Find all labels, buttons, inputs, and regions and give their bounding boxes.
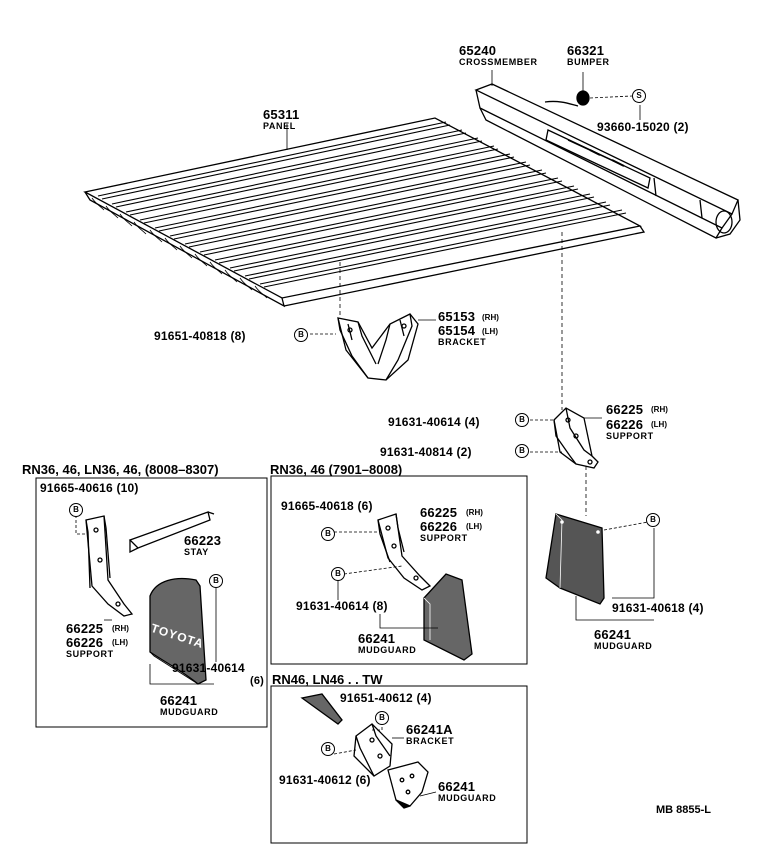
bracket-bolt-marker: B [294, 328, 308, 342]
box1-mudguard-drawing [149, 577, 207, 685]
box2-support-lh-suffix: (LH) [466, 522, 482, 531]
box3-bracket-part-number: 66241A [406, 722, 453, 737]
bracket-rh-part-number: 65153 [438, 309, 476, 324]
bracket-rh-suffix: (RH) [482, 313, 499, 322]
mudguard-bolt-leader [603, 521, 649, 531]
box3-bolt-top-marker: B [375, 711, 389, 725]
box3-bracket-drawing [353, 723, 393, 777]
support-lh-suffix: (LH) [651, 420, 667, 429]
bumper-drawing [576, 72, 633, 106]
mudguard-bolt-marker: B [646, 513, 660, 527]
box3-bracket-name: BRACKET [406, 736, 455, 746]
bracket-name: BRACKET [438, 337, 487, 347]
box3-mudguard-drawing [387, 761, 429, 809]
support-rh-part-number: 66225 [606, 402, 644, 417]
panel-drawing [83, 117, 646, 308]
box3-heading: RN46, LN46 . . TW [272, 672, 383, 687]
box3-mudguard-part-number: 66241 [438, 779, 476, 794]
box2-bolt-mid-leader [343, 565, 403, 575]
box1-mudguard-part-number: 66241 [160, 693, 198, 708]
box3-mudflap-top-drawing [300, 693, 343, 725]
bracket-lh-part-number: 65154 [438, 323, 476, 338]
box1-stay-drawing [128, 511, 215, 554]
box1-bolt-right-marker: B [209, 574, 223, 588]
box1-bolt-right-part-number: 91631-40614 [172, 661, 245, 675]
crossmember-name: CROSSMEMBER [459, 57, 538, 67]
mudguard-label-bracket [575, 596, 654, 621]
bracket-bolt-part-number: 91651-40818 (8) [154, 329, 246, 343]
box3-bolt-bottom-part-number: 91631-40612 (6) [279, 773, 371, 787]
box2-support-rh-suffix: (RH) [466, 508, 483, 517]
box2-frame [270, 475, 528, 665]
panel-part-number: 65311 [263, 107, 300, 122]
support-bolt-a-marker: B [515, 413, 529, 427]
box1-support-name: SUPPORT [66, 649, 114, 659]
box3-bolt-bottom-marker: B [321, 742, 335, 756]
box2-bolt-top-marker: B [321, 527, 335, 541]
bumper-name: BUMPER [567, 57, 610, 67]
box3-frame [270, 685, 528, 844]
mudguard-drawing [545, 513, 605, 605]
bumper-part-number: 66321 [567, 43, 605, 58]
support-lh-part-number: 66226 [606, 417, 644, 432]
support-bolt-b-part-number: 91631-40814 (2) [380, 445, 472, 459]
crossmember-part-number: 65240 [459, 43, 497, 58]
box1-bolt-top-part-number: 91665-40616 (10) [40, 481, 139, 495]
support-name: SUPPORT [606, 431, 654, 441]
box2-mudguard-name: MUDGUARD [358, 645, 417, 655]
box1-mudguard-name: MUDGUARD [160, 707, 219, 717]
support-bolt-b-marker: B [515, 444, 529, 458]
mudguard-part-number: 66241 [594, 627, 632, 642]
mudguard-name: MUDGUARD [594, 641, 653, 651]
box2-bolt-top-part-number: 91665-40618 (6) [281, 499, 373, 513]
box1-support-rh-suffix: (RH) [112, 624, 129, 633]
box2-support-rh-part-number: 66225 [420, 505, 458, 520]
box2-heading: RN36, 46 (7901–8008) [270, 462, 403, 477]
box3-bolt-bottom-leader [333, 749, 357, 755]
box2-mudguard-drawing [423, 573, 473, 661]
mudguard-bolt-bracket [612, 528, 655, 599]
box1-stay-part-number: 66223 [184, 533, 222, 548]
box2-support-name: SUPPORT [420, 533, 468, 543]
support-rh-suffix: (RH) [651, 405, 668, 414]
box2-bolt-mid-marker: B [331, 567, 345, 581]
bumper-bolt-part-number: 93660-15020 (2) [597, 120, 689, 134]
panel-name: PANEL [263, 121, 296, 131]
bracket-lh-suffix: (LH) [482, 327, 498, 336]
box2-support-lh-part-number: 66226 [420, 519, 458, 534]
box3-bolt-top-part-number: 91651-40612 (4) [340, 691, 432, 705]
box1-support-drawing [85, 515, 134, 617]
box1-support-lh-suffix: (LH) [112, 638, 128, 647]
bracket-drawing [337, 313, 419, 381]
bumper-bolt-marker: S [632, 89, 646, 103]
box1-frame [35, 477, 268, 728]
mudguard-bolt-part-number: 91631-40618 (4) [612, 601, 704, 615]
box2-mudguard-bracket [379, 614, 438, 629]
box1-support-rh-part-number: 66225 [66, 621, 104, 636]
box1-heading: RN36, 46, LN36, 46, (8008–8307) [22, 462, 219, 477]
box1-stay-name: STAY [184, 547, 209, 557]
box1-bolt-top-leader [75, 510, 86, 535]
support-drawing [553, 407, 599, 469]
crossmember-drawing [474, 83, 741, 239]
box3-mudguard-leader [419, 791, 437, 797]
support-bolt-a-part-number: 91631-40614 (4) [388, 415, 480, 429]
box1-bolt-top-marker: B [69, 503, 83, 517]
box3-mudguard-name: MUDGUARD [438, 793, 497, 803]
box2-support-drawing [377, 513, 432, 591]
box1-bolt-right-quantity: (6) [250, 675, 265, 687]
box2-mudguard-part-number: 66241 [358, 631, 396, 646]
box2-bolt-mid-part-number: 91631-40614 (8) [296, 599, 388, 613]
box1-mudguard-bracket [149, 664, 214, 685]
box1-support-lh-part-number: 66226 [66, 635, 104, 650]
figure-code: MB 8855-L [656, 804, 712, 816]
